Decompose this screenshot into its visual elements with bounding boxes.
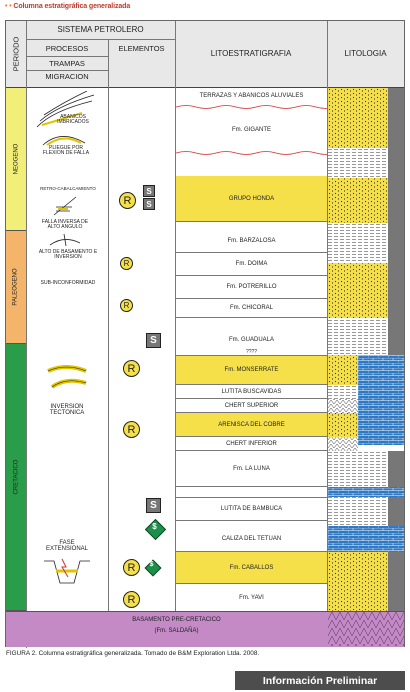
retro-thrust-icon — [53, 196, 77, 216]
fm-bambuca: LUTITA DE BAMBUCA — [176, 497, 327, 521]
fold-icon — [42, 136, 86, 146]
fm-guaduala: Fm. GUADUALA — [228, 337, 274, 343]
period-neogeno: NEOGENO — [6, 88, 26, 231]
elementos-header: ELEMENTOS — [118, 44, 165, 54]
seal-symbol: S — [143, 185, 155, 197]
migracion-header: MIGRACION — [45, 72, 89, 82]
source-rock-label: $ — [152, 522, 157, 531]
reservoir-symbol: R — [123, 559, 140, 576]
fm-arenisca-cobre: ARENISCA DEL COBRE — [176, 413, 327, 437]
inversion-icon — [47, 365, 87, 389]
process-falla: FALLA INVERSA DE ALTO ANGULO — [41, 219, 89, 231]
fm-saldana: (Fm. SALDAÑA) — [154, 628, 199, 634]
fm-unknown: ???? — [245, 349, 258, 355]
procesos-header: PROCESOS — [45, 44, 89, 54]
basement-lithology — [328, 612, 404, 646]
seal-symbol: S — [146, 498, 161, 513]
periodo-header: PERIODO — [11, 36, 21, 72]
reservoir-symbol: R — [123, 360, 140, 377]
process-abanicos: ABANICOS IMBRICADOS — [57, 114, 89, 126]
figure-caption: FIGURA 2. Columna estratigráfica general… — [6, 650, 260, 657]
seal-symbol: S — [146, 333, 161, 348]
high-angle-fault-icon — [49, 233, 81, 247]
figure-title: • • Columna estratigráfica generalizada — [5, 3, 131, 10]
sistema-header: SISTEMA PETROLERO — [57, 24, 144, 34]
fm-yavi: Fm. YAVI — [239, 594, 264, 601]
stratigraphic-table: PERIODO SISTEMA PETROLERO PROCESOS ELEME… — [5, 20, 405, 648]
fm-basamento: BASAMENTO PRE-CRETACICO — [132, 617, 221, 623]
reservoir-symbol: R — [120, 299, 133, 312]
fm-buscavidas: LUTITA BUSCAVIDAS — [176, 385, 327, 399]
reservoir-symbol: R — [119, 192, 136, 209]
fm-chert-inferior: CHERT INFERIOR — [176, 437, 327, 451]
process-fase: FASE EXTENSIONAL — [45, 540, 88, 553]
table-header — [6, 21, 404, 87]
fm-doima: Fm. DOIMA — [235, 261, 268, 267]
process-alto: ALTO DE BASAMENTO E INVERSION — [38, 249, 98, 261]
extensional-icon — [44, 558, 90, 584]
fm-caballos: Fm. CABALLOS — [176, 552, 327, 584]
process-pliegue: PLIEGUE POR FLEXION DE FALLA — [42, 145, 90, 157]
period-paleogeno: PALEOGENO — [6, 231, 26, 344]
period-cretacico: CRETACICO — [6, 344, 26, 611]
source-rock-label: $ — [149, 561, 154, 568]
trampas-header: TRAMPAS — [49, 59, 85, 69]
fm-tetuan: CALIZA DEL TETUAN — [176, 526, 327, 552]
fm-honda: GRUPO HONDA — [176, 176, 327, 221]
fm-gigante: Fm. GIGANTE — [232, 127, 271, 133]
lithology-column — [328, 88, 404, 611]
process-inversion: INVERSION TECTONICA — [49, 404, 85, 417]
fm-terrazas: TERRAZAS Y ABANICOS ALUVIALES — [199, 93, 304, 99]
reservoir-symbol: R — [123, 421, 140, 438]
process-sub: SUB-INCONFORMIDAD — [40, 280, 96, 286]
reservoir-symbol: R — [120, 257, 133, 270]
fm-barzalosa: Fm. BARZALOSA — [227, 238, 276, 244]
fm-chert-superior: CHERT SUPERIOR — [176, 399, 327, 413]
reservoir-symbol: R — [123, 591, 140, 608]
process-retro: RETRO-CABALCAMIENTO — [40, 186, 96, 191]
fm-chicoral: Fm. CHICORAL — [229, 305, 273, 311]
lito-header: LITOESTRATIGRAFIA — [210, 48, 292, 58]
preliminary-badge: Información Preliminar — [235, 671, 405, 690]
fm-la-luna: Fm. LA LUNA — [176, 451, 327, 487]
litologia-header: LITOLOGIA — [344, 48, 387, 58]
fm-monserrate: Fm. MONSERRATE — [176, 355, 327, 385]
imbricate-fans-icon — [36, 91, 95, 128]
fm-potrerillo: Fm. POTRERILLO — [226, 284, 277, 290]
seal-symbol: S — [143, 198, 155, 210]
